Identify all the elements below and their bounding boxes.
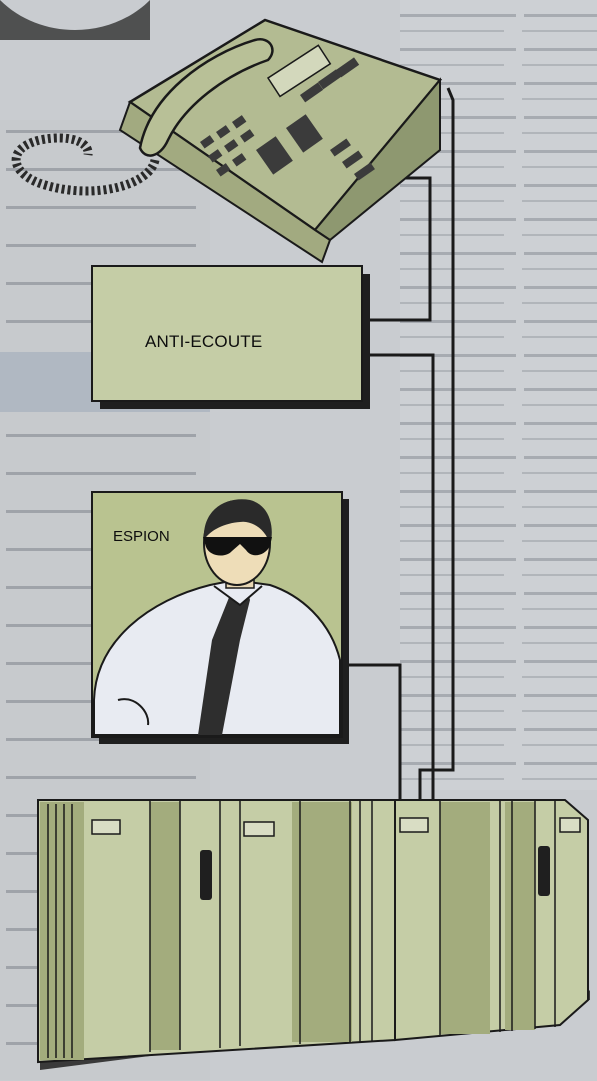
- anti-ecoute-label: ANTI-ECOUTE: [145, 332, 262, 352]
- espion-label: ESPION: [113, 528, 170, 545]
- switch-cabinets-icon: [38, 800, 590, 1070]
